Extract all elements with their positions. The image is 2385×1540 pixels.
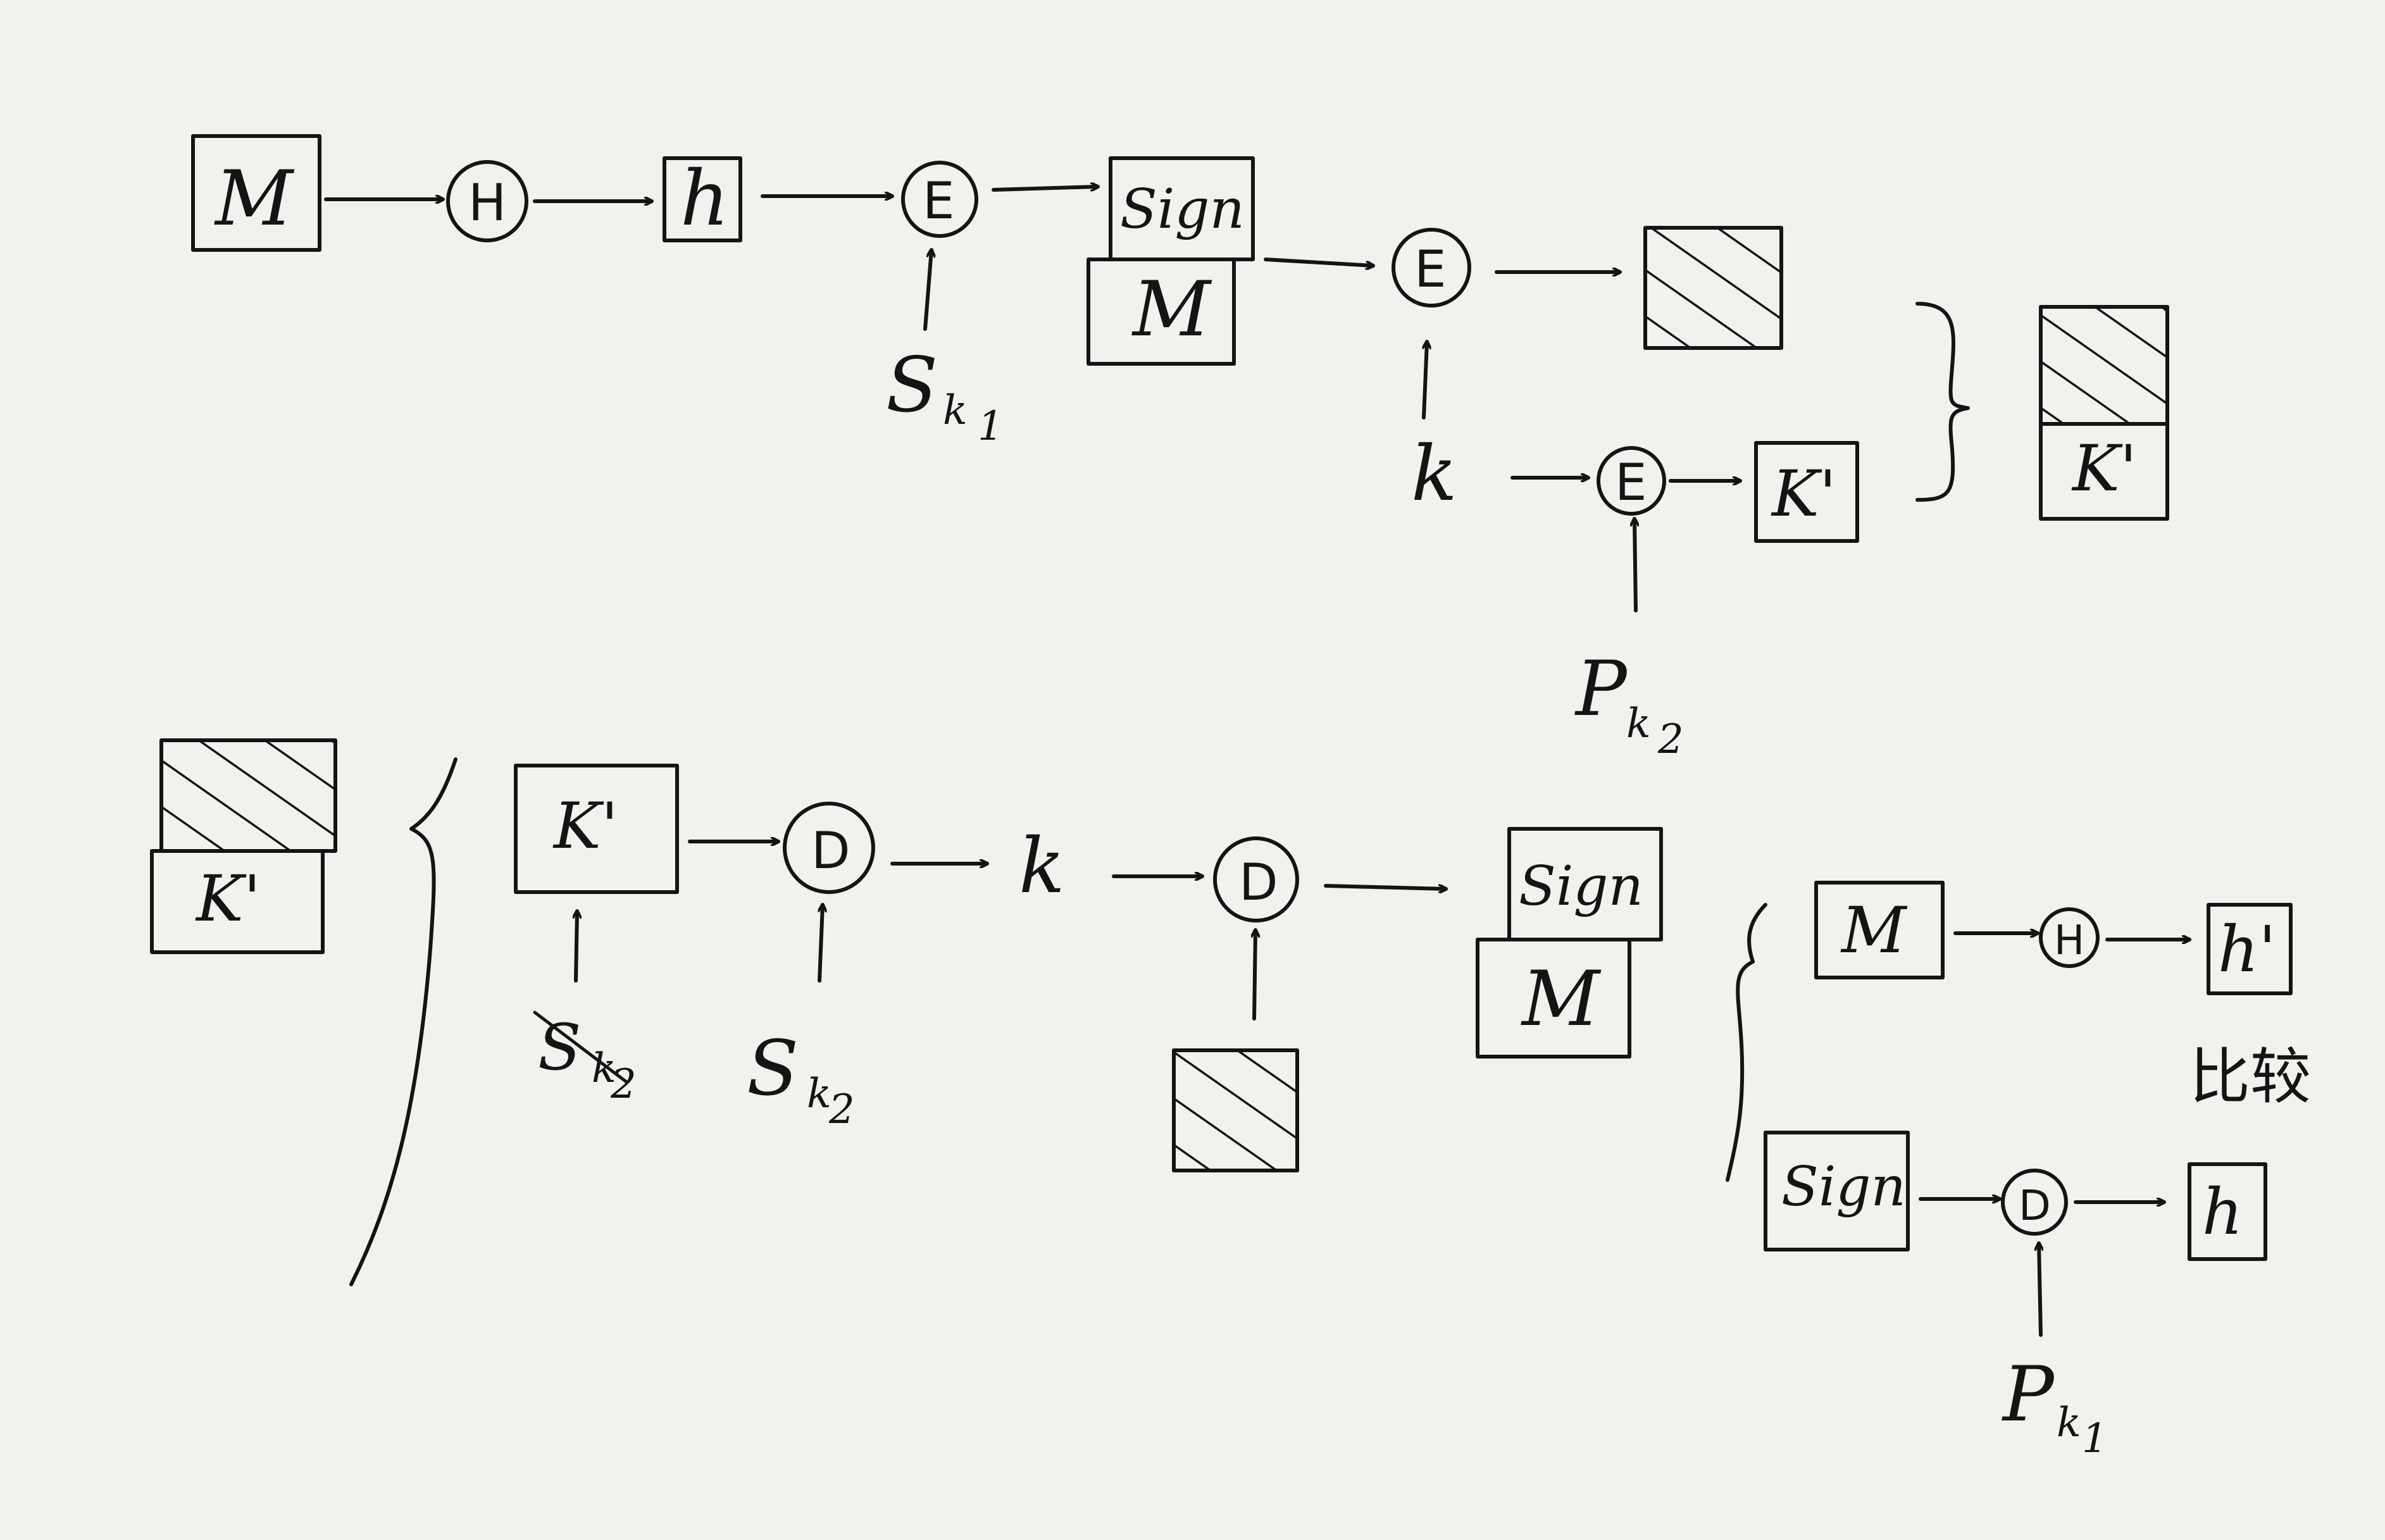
receiver-bracket (349, 757, 458, 1286)
message-box: M (191, 134, 321, 252)
svg-text:k: k (2057, 1400, 2081, 1446)
arrow-pk2-to-key-encrypt (1635, 517, 1636, 612)
combined-package: K' (2039, 305, 2169, 521)
svg-text:k: k (1626, 700, 1651, 747)
arrow-block-to-encrypt (1264, 258, 1375, 266)
ciphertext-box (1643, 226, 1783, 350)
arrow-k-to-encrypt (1422, 340, 1427, 419)
svg-text:M: M (1131, 266, 1212, 354)
svg-text:M: M (1840, 893, 1908, 967)
arrow-decrypt-to-block (1324, 884, 1448, 889)
receiver-flow: K' K' S k 2 D S k 2 k (150, 738, 2311, 1462)
recomputed-digest-box: h' (2207, 903, 2293, 995)
verify-hash-node: H (2039, 907, 2100, 968)
svg-text:P: P (1574, 645, 1628, 733)
svg-text:D: D (811, 821, 850, 880)
svg-text:P: P (2002, 1351, 2055, 1439)
svg-text:K': K' (195, 862, 261, 936)
verify-sign-box: Sign (1764, 1131, 1910, 1251)
svg-text:k: k (592, 1045, 616, 1092)
symmetric-encrypt-node: E (1392, 228, 1471, 307)
svg-text:S: S (747, 1025, 799, 1113)
verify-bracket (1726, 903, 1767, 1182)
arrow-sk2-to-kprime (576, 909, 577, 983)
compare-label: 比较 (2189, 1041, 2311, 1112)
svg-text:Sign: Sign (1519, 855, 1643, 918)
session-key-label: k (1411, 430, 1457, 518)
svg-text:k: k (943, 387, 968, 434)
encrypted-key-box: K' (1754, 441, 1859, 543)
key-decrypt-node: D (783, 802, 875, 894)
combine-brace (1915, 302, 1970, 502)
arrow-pk1-to-verify-decrypt (2039, 1241, 2041, 1337)
received-ciphertext-box (1172, 1048, 1299, 1172)
arrow-encrypt-to-sign (992, 187, 1100, 192)
svg-text:D: D (2019, 1181, 2051, 1230)
svg-text:1: 1 (2082, 1415, 2108, 1462)
struck-key-label: S k 2 (533, 1010, 637, 1108)
recovered-signed-block: Sign M (1476, 827, 1663, 1059)
svg-text:1: 1 (978, 403, 1004, 450)
signed-message-block: Sign M (1087, 156, 1255, 366)
svg-text:h': h' (2218, 912, 2276, 986)
svg-text:K': K' (1771, 457, 1836, 531)
svg-text:S: S (538, 1010, 582, 1084)
strike-through (533, 1010, 628, 1084)
svg-text:Sign: Sign (1781, 1155, 1906, 1219)
received-package: K' (150, 738, 337, 954)
svg-text:k: k (807, 1071, 831, 1117)
svg-text:2: 2 (610, 1061, 637, 1108)
svg-text:k: k (1019, 823, 1065, 910)
svg-text:K': K' (552, 789, 618, 863)
svg-text:2: 2 (1657, 716, 1684, 763)
svg-text:k: k (1411, 430, 1457, 518)
svg-text:K': K' (2071, 432, 2137, 506)
public-key-1-label: P k 1 (2002, 1351, 2108, 1462)
svg-text:h: h (680, 155, 729, 243)
svg-text:Sign: Sign (1120, 178, 1245, 241)
received-key-box: K' (514, 764, 679, 894)
svg-text:H: H (2054, 917, 2084, 964)
svg-text:h: h (2202, 1175, 2243, 1249)
svg-text:E: E (1615, 453, 1647, 512)
public-key-2-label: P k 2 (1574, 645, 1684, 763)
private-key-1-label: S k 1 (886, 342, 1004, 450)
svg-text:M: M (214, 155, 295, 243)
svg-text:D: D (1239, 853, 1278, 912)
sender-flow: M H h E S k 1 Sign M (191, 134, 2169, 763)
arrow-sk2-to-decrypt (818, 903, 823, 983)
svg-text:E: E (1414, 240, 1447, 299)
svg-text:E: E (923, 171, 955, 230)
key-encrypt-node: E (1597, 446, 1666, 516)
message-decrypt-node: D (1213, 836, 1299, 922)
decrypted-digest-box: h (2188, 1162, 2267, 1261)
private-key-2-label: S k 2 (747, 1025, 855, 1133)
svg-text:比较: 比较 (2189, 1041, 2311, 1112)
digest-box: h (663, 155, 742, 243)
recovered-key-label: k (1019, 823, 1065, 910)
verify-decrypt-node: D (2001, 1169, 2068, 1236)
svg-text:H: H (468, 173, 506, 232)
arrow-sk1-to-encrypt (923, 248, 931, 331)
svg-text:2: 2 (828, 1086, 855, 1133)
sign-encrypt-node: E (901, 161, 978, 238)
hash-node: H (446, 160, 528, 242)
arrow-cipher-to-decrypt (1254, 928, 1255, 1021)
svg-text:S: S (886, 342, 938, 430)
verify-message-box: M (1814, 881, 1945, 979)
svg-text:M: M (1521, 955, 1602, 1043)
